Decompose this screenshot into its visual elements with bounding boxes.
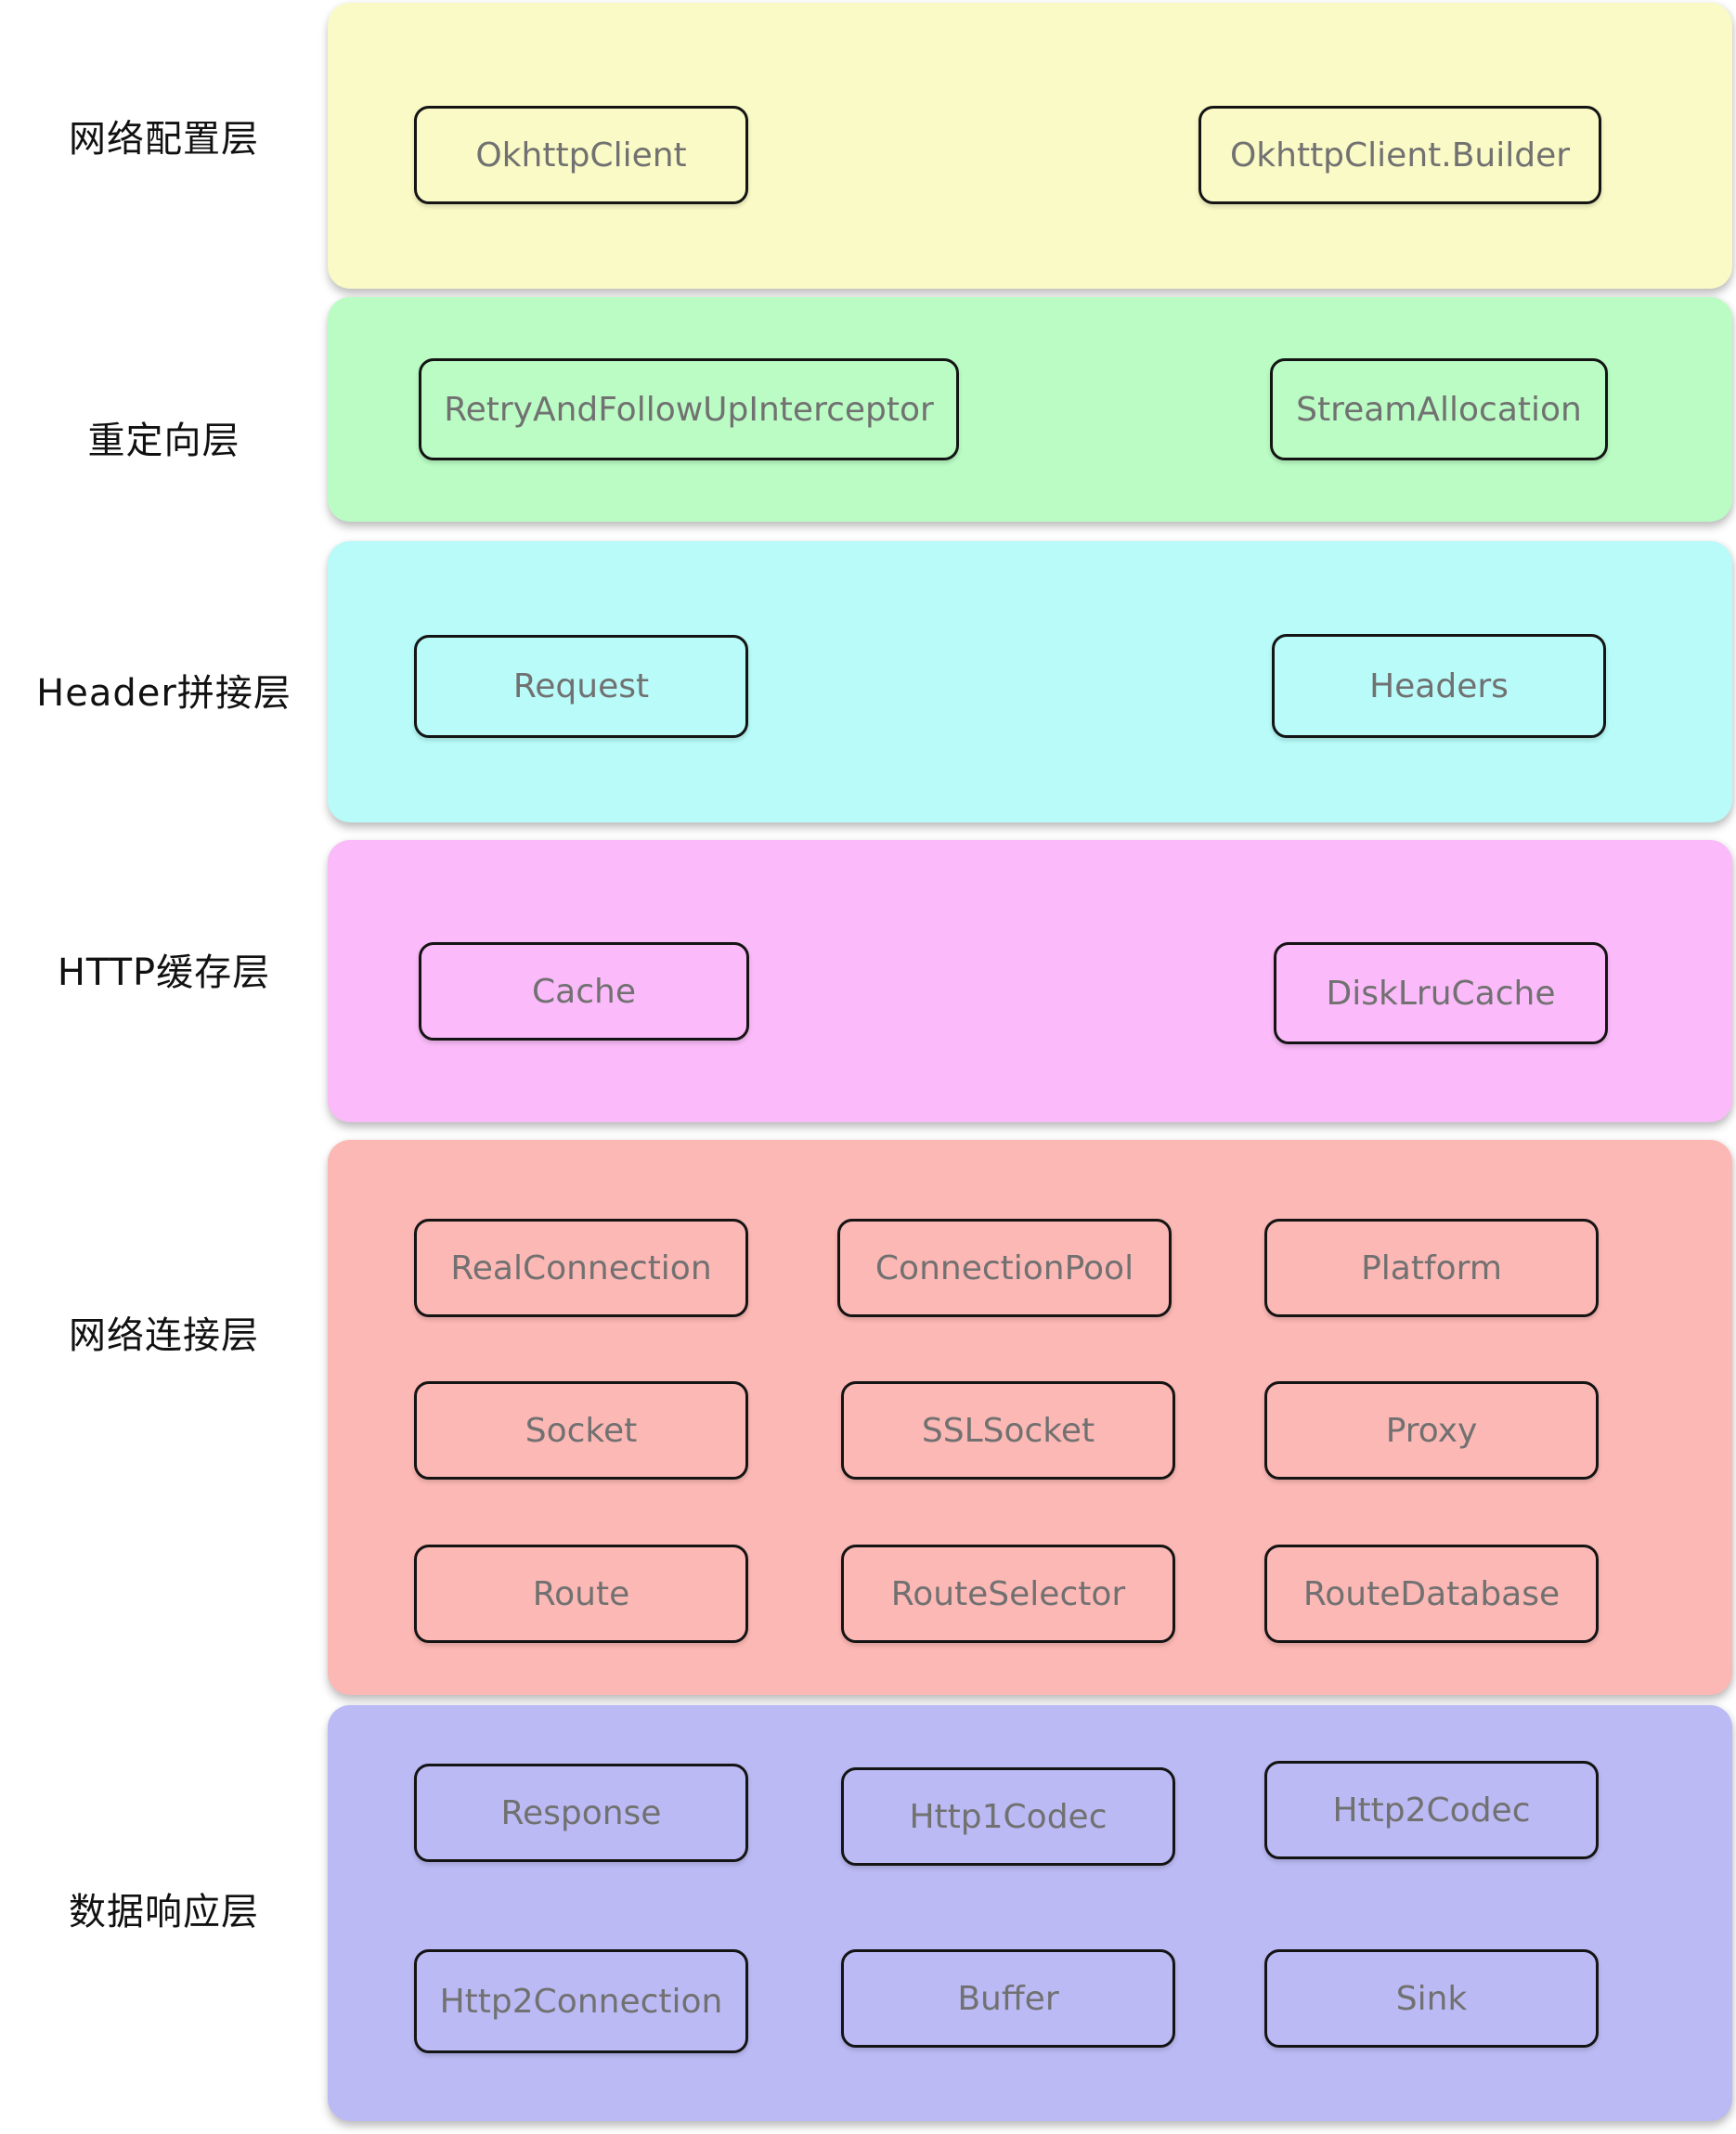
class-box-route: Route <box>414 1545 748 1643</box>
layer-panel-redirect: RetryAndFollowUpInterceptor StreamAlloca… <box>328 297 1732 522</box>
class-box-headers: Headers <box>1272 634 1606 738</box>
layer-panel-http-cache: Cache DiskLruCache <box>328 840 1732 1122</box>
class-box-okhttpclient: OkhttpClient <box>414 106 748 204</box>
layer-panel-header-assembly: Request Headers <box>328 541 1732 822</box>
layer-label-http-cache: HTTP缓存层 <box>57 951 271 994</box>
class-box-retryandfollowupinterceptor: RetryAndFollowUpInterceptor <box>419 358 959 460</box>
class-box-request: Request <box>414 635 748 738</box>
class-box-sslsocket: SSLSocket <box>841 1381 1175 1480</box>
class-box-routedatabase: RouteDatabase <box>1264 1545 1599 1643</box>
class-box-cache: Cache <box>419 942 749 1041</box>
layer-panel-network-config: OkhttpClient OkhttpClient.Builder <box>328 3 1732 289</box>
class-box-http1codec: Http1Codec <box>841 1767 1175 1866</box>
class-box-realconnection: RealConnection <box>414 1219 748 1317</box>
class-box-connectionpool: ConnectionPool <box>837 1219 1172 1317</box>
class-box-http2codec: Http2Codec <box>1264 1761 1599 1859</box>
class-box-platform: Platform <box>1264 1219 1599 1317</box>
layer-label-network-config: 网络配置层 <box>69 118 259 161</box>
layer-label-header-assembly: Header拼接层 <box>36 672 291 715</box>
layer-label-data-response: 数据响应层 <box>69 1891 259 1934</box>
class-box-buffer: Buffer <box>841 1949 1175 2048</box>
class-box-proxy: Proxy <box>1264 1381 1599 1480</box>
class-box-disklrucache: DiskLruCache <box>1274 942 1608 1044</box>
class-box-socket: Socket <box>414 1381 748 1480</box>
class-box-sink: Sink <box>1264 1949 1599 2048</box>
layer-panel-data-response: Response Http1Codec Http2Codec Http2Conn… <box>328 1705 1732 2121</box>
class-box-routeselector: RouteSelector <box>841 1545 1175 1643</box>
layer-panel-network-connection: RealConnection ConnectionPool Platform S… <box>328 1140 1732 1695</box>
class-box-http2connection: Http2Connection <box>414 1949 748 2053</box>
layer-label-network-connection: 网络连接层 <box>69 1314 259 1357</box>
class-box-streamallocation: StreamAllocation <box>1270 358 1608 460</box>
class-box-okhttpclient-builder: OkhttpClient.Builder <box>1198 106 1601 204</box>
layer-label-redirect: 重定向层 <box>87 420 240 462</box>
class-box-response: Response <box>414 1764 748 1862</box>
